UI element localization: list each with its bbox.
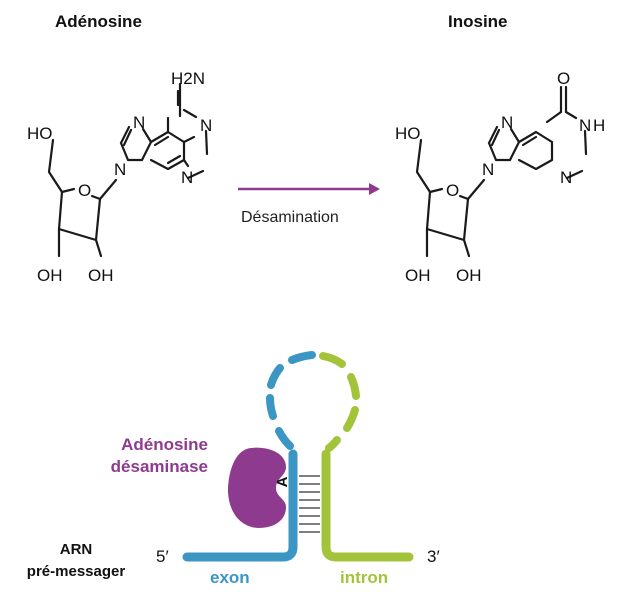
adenosine-n9: N	[114, 160, 126, 179]
inosine-carbonyl-oxygen: O	[557, 69, 570, 88]
adenosine-ring-oxygen: O	[78, 181, 91, 200]
hairpin-loop-exon-side	[266, 351, 316, 450]
adenosine-title: Adénosine	[55, 12, 142, 31]
five-prime-label: 5′	[156, 547, 169, 566]
base-pairs	[299, 475, 320, 533]
adenosine-deaminase-enzyme	[228, 447, 286, 528]
adenosine-structure: Adénosine N N N N H2N	[27, 12, 212, 285]
adenosine-2-hydroxyl: OH	[88, 266, 114, 285]
inosine-structure: Inosine N N N H N O O HO OH OH	[395, 12, 605, 285]
intron-strand	[321, 449, 414, 562]
enzyme-label-line2: désaminase	[111, 457, 208, 476]
inosine-n7: N	[501, 113, 513, 132]
adenosine-5-hydroxyl: HO	[27, 124, 53, 143]
deamination-arrow: Désamination	[238, 183, 380, 226]
adenosine-n1: N	[200, 116, 212, 135]
adenosine-amine: H2N	[171, 69, 205, 88]
exon-strand	[182, 449, 298, 562]
arrow-head	[369, 183, 380, 195]
inosine-n1: N	[579, 116, 591, 135]
inosine-h1: H	[593, 116, 605, 135]
adenosine-n3: N	[181, 168, 193, 187]
hairpin-loop-intron-side	[319, 352, 360, 452]
exon-label: exon	[210, 568, 250, 587]
adenosine-base-label: A	[274, 476, 291, 487]
rna-label-line1: ARN	[60, 541, 93, 558]
adenosine-n7: N	[133, 113, 145, 132]
arrow-label: Désamination	[241, 209, 339, 226]
adenosine-bonds	[47, 82, 209, 258]
inosine-5-hydroxyl: HO	[395, 124, 421, 143]
inosine-n3: N	[560, 168, 572, 187]
inosine-ring-oxygen: O	[446, 181, 459, 200]
adenosine-3-hydroxyl: OH	[37, 266, 63, 285]
inosine-2-hydroxyl: OH	[456, 266, 482, 285]
rna-label-line2: pré-messager	[27, 563, 126, 580]
inosine-3-hydroxyl: OH	[405, 266, 431, 285]
inosine-bonds	[415, 85, 588, 258]
three-prime-label: 3′	[427, 547, 440, 566]
rna-hairpin: A Adénosine désaminase ARN pré-messager …	[27, 351, 440, 587]
inosine-n9: N	[482, 160, 494, 179]
inosine-title: Inosine	[448, 12, 508, 31]
intron-label: intron	[340, 568, 388, 587]
enzyme-label-line1: Adénosine	[121, 435, 208, 454]
